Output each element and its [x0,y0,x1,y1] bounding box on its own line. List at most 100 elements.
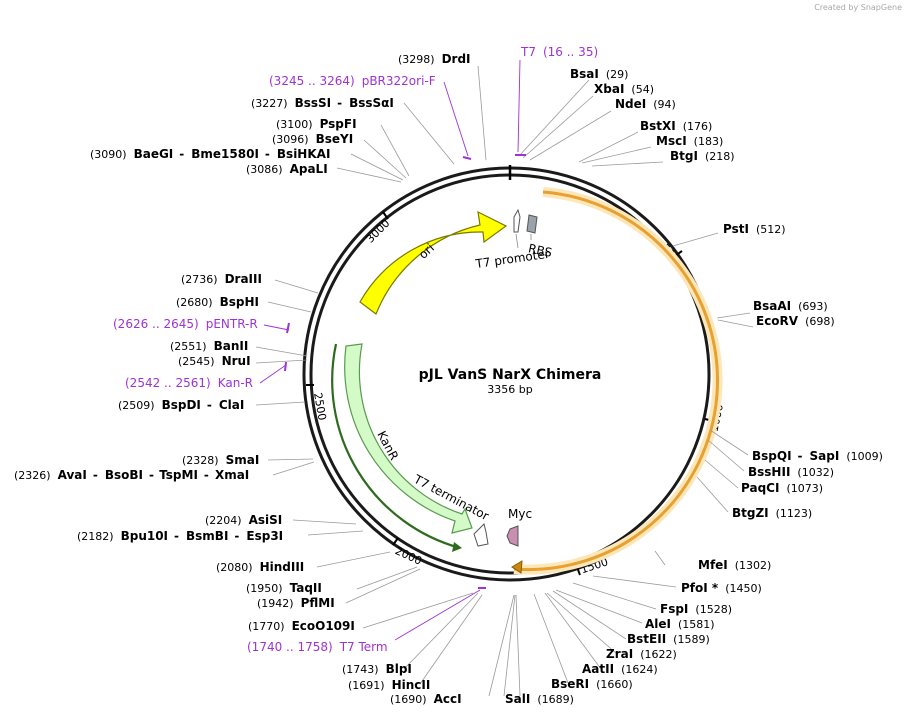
site-label-psti: PstI (512) [723,222,786,236]
site-part: DraIII [225,272,262,286]
site-part: BlpI [386,662,412,676]
site-part: (2328) [182,454,219,467]
site-part: (1528) [695,603,732,616]
site-part: (3096) [272,133,309,146]
site-part: FspI [660,602,688,616]
site-part: TspMI [159,468,198,482]
site-label-paqci: PaqCI(1073) [741,481,823,495]
site-part: BspQI [752,449,792,463]
site-part: (3227) [251,97,288,110]
site-part: Esp3I [246,529,283,543]
t7-promoter-feature [513,208,521,233]
site-label-btgzi: BtgZI(1123) [732,506,812,520]
site-part: (3100) [276,118,313,131]
site-part: pBR322ori-F [362,74,436,88]
site-part: (2509) [118,399,155,412]
site-part: Bpu10I [121,529,168,543]
site-part: (2542 .. 2561) [125,376,211,390]
site-part: pENTR-R [206,317,258,331]
site-label-msci: MscI(183) [656,134,723,148]
site-part: (2182) [77,530,114,543]
site-part: (2204) [205,514,242,527]
site-label-bseri: BseRI(1660) [551,677,633,691]
site-label-ndei: NdeI (94) [615,97,676,111]
site-part: (2626 .. 2645) [113,317,199,331]
site-part: PfoI * [681,581,719,595]
site-part: AleI [645,617,671,631]
site-part: (2736) [181,273,218,286]
site-leader-lines [255,59,754,697]
site-part: - [93,468,98,482]
site-part: BsoBI [105,468,143,482]
site-label-eco0109i: (1770)EcoO109I [248,619,355,633]
site-part: BanII [214,339,249,353]
site-part: PstI [723,222,749,236]
site-part: NruI [222,354,251,368]
site-part: (2326) [14,469,51,482]
site-part: (1450) [725,582,762,595]
site-label-bsteii: BstEII (1589) [627,632,710,646]
t7-promoter-label: T7 promoter [474,247,551,271]
site-label-pbr322: (3245 .. 3264)pBR322ori-F [269,74,436,88]
site-part: ClaI [219,398,244,412]
site-part: (1740 .. 1758) [247,640,333,654]
site-part: (1302) [735,559,772,572]
site-part: - [174,529,179,543]
site-label-hindiii: (2080)HindIII [216,560,304,574]
site-part: BssHII [748,465,790,479]
site-label-aatii: AatII(1624) [582,662,658,676]
site-part: Kan-R [218,376,253,390]
site-part: Bme1580I [191,147,259,161]
site-part: (1689) [537,693,574,706]
site-part: XmaI [215,468,249,482]
site-part: (512) [756,223,786,236]
site-part: - [265,147,270,161]
kanr-feature [331,343,473,552]
site-part: AvaI [58,468,87,482]
site-part: AsiSI [249,513,283,527]
site-label-bspdi: (2509)BspDI-ClaI [118,398,244,412]
site-part: (94) [653,98,676,111]
site-part: (1581) [678,618,715,631]
site-part: SapI [810,449,840,463]
site-part: BspHI [220,295,259,309]
site-label-xbai: XbaI(54) [594,82,654,96]
site-label-bspqi: BspQI-SapI(1009) [752,449,883,463]
site-label-taqii: (1950) TaqII [246,581,322,595]
site-part: BssSI [295,96,332,110]
site-part: (1691) [348,679,385,692]
site-part: NdeI [615,97,646,111]
site-part: (2551) [170,340,207,353]
rbs-label: RBS [527,241,553,260]
site-part: (693) [798,300,828,313]
site-part: (1950) [246,582,283,595]
site-label-nrui: (2545) NruI [178,354,251,368]
site-label-pflmi: (1942) PflMI [257,596,335,610]
site-label-t7: T7(16 .. 35) [520,45,598,59]
site-part: (1942) [257,597,294,610]
snapgene-credit: Created by SnapGene [814,3,902,12]
site-part: PaqCI [741,481,779,495]
site-part: (1660) [596,678,633,691]
site-part: HindIII [260,560,305,574]
site-label-btgi: BtgI(218) [670,149,735,163]
site-label-acci: (1690)AccI [390,692,462,706]
site-part: AatII [582,662,614,676]
site-part: SmaI [226,453,260,467]
site-label-alei: AleI (1581) [645,617,715,631]
site-part: BstEII [627,632,666,646]
site-label-asisi: (2204) AsiSI [205,513,282,527]
site-label-draiii: (2736) DraIII [181,272,262,286]
site-label-pfoi: PfoI * (1450) [681,581,762,595]
site-part: BseYI [316,132,354,146]
site-part: PflMI [301,596,335,610]
site-part: BaeGI [134,147,174,161]
site-part: (1743) [342,663,379,676]
site-part: BspDI [162,398,201,412]
site-part: TaqII [290,581,322,595]
site-part: (1589) [673,633,710,646]
site-part: (2545) [178,355,215,368]
site-label-fspi: FspI (1528) [660,602,732,616]
site-part: BtgZI [732,506,769,520]
